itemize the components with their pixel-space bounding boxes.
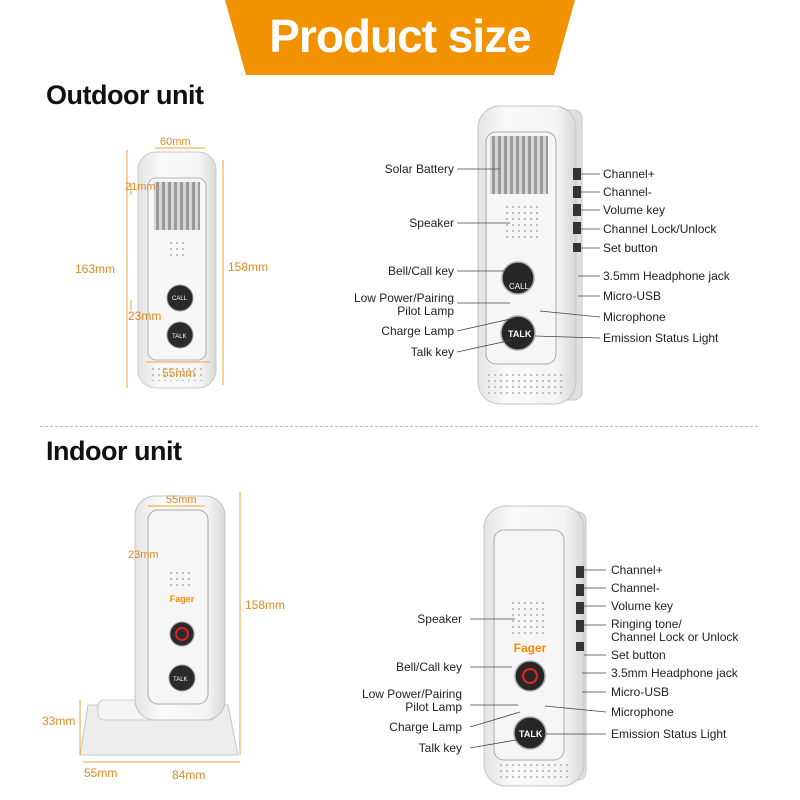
- indoor-dim-base-width: 84mm: [172, 768, 206, 782]
- indoor-label-volume-key: Volume key: [611, 599, 674, 613]
- outdoor-label-channel-plus: Channel+: [603, 167, 655, 181]
- outdoor-device-large: [456, 105, 601, 405]
- indoor-label-set-button: Set button: [611, 648, 666, 662]
- product-size-banner: Product size: [225, 0, 575, 75]
- outdoor-large-talk-text: TALK: [508, 329, 532, 339]
- indoor-device-small: Fager: [79, 492, 241, 763]
- outdoor-dim-grille-offset: 21mm: [125, 181, 156, 193]
- outdoor-label-speaker: Speaker: [409, 216, 454, 230]
- indoor-dim-height: 158mm: [245, 598, 286, 612]
- outdoor-dim-height-outer: 163mm: [75, 262, 116, 276]
- indoor-label-channel-minus: Channel-: [611, 581, 660, 595]
- svg-text:Fager: Fager: [514, 641, 547, 655]
- indoor-label-pilot-lamp: Pilot Lamp: [405, 700, 462, 714]
- section-divider: [40, 426, 758, 427]
- indoor-label-micro-usb: Micro-USB: [611, 685, 670, 699]
- indoor-label-channel-lock-unlock: Channel Lock or Unlock: [611, 630, 739, 644]
- indoor-label-microphone: Microphone: [611, 705, 674, 719]
- outdoor-dim-height-inner: 158mm: [228, 260, 269, 274]
- indoor-dim-button-offset: 23mm: [128, 549, 159, 561]
- outdoor-dim-width-top: 60mm: [160, 136, 191, 148]
- indoor-small-talk-text: TALK: [173, 677, 188, 683]
- outdoor-label-bell-call-key: Bell/Call key: [387, 264, 454, 278]
- indoor-device-large: Fager: [469, 505, 607, 787]
- outdoor-large-call-text: CALL: [509, 282, 530, 291]
- indoor-label-channel-plus: Channel+: [611, 563, 663, 577]
- outdoor-dim-width-bottom: 55mm: [162, 366, 196, 380]
- outdoor-label-headphone-jack: 3.5mm Headphone jack: [603, 269, 730, 283]
- outdoor-label-set-button: Set button: [603, 241, 658, 255]
- outdoor-label-volume-key: Volume key: [603, 203, 666, 217]
- indoor-label-talk-key: Talk key: [418, 741, 462, 755]
- indoor-dim-base-depth: 55mm: [84, 766, 118, 780]
- outdoor-label-talk-key: Talk key: [410, 345, 454, 359]
- outdoor-label-channel-lock: Channel Lock/Unlock: [603, 222, 717, 236]
- outdoor-small-call-text: CALL: [172, 296, 188, 302]
- indoor-dim-base-height: 33mm: [42, 714, 76, 728]
- indoor-large-talk-text: TALK: [519, 729, 543, 739]
- indoor-dim-width-top: 55mm: [166, 494, 197, 506]
- outdoor-small-talk-text: TALK: [172, 334, 187, 340]
- svg-text:Fager: Fager: [170, 594, 195, 604]
- outdoor-label-low-power-pairing: Low Power/Pairing: [353, 291, 454, 305]
- indoor-label-low-power-pairing: Low Power/Pairing: [361, 687, 462, 701]
- outdoor-label-emission-status-light: Emission Status Light: [603, 331, 719, 345]
- indoor-label-speaker: Speaker: [417, 612, 462, 626]
- outdoor-label-solar-battery: Solar Battery: [384, 162, 454, 176]
- outdoor-label-micro-usb: Micro-USB: [603, 289, 662, 303]
- outdoor-unit-title: Outdoor unit: [46, 80, 204, 110]
- indoor-label-headphone-jack: 3.5mm Headphone jack: [611, 666, 738, 680]
- indoor-unit-title: Indoor unit: [46, 436, 182, 466]
- indoor-label-charge-lamp: Charge Lamp: [389, 720, 462, 734]
- indoor-label-bell-call-key: Bell/Call key: [395, 660, 462, 674]
- outdoor-label-microphone: Microphone: [603, 310, 666, 324]
- outdoor-dim-button-offset: 23mm: [128, 309, 162, 323]
- outdoor-label-channel-minus: Channel-: [603, 185, 652, 199]
- indoor-label-ringing-tone: Ringing tone/: [611, 617, 682, 631]
- outdoor-label-charge-lamp: Charge Lamp: [381, 324, 454, 338]
- outdoor-label-pilot-lamp: Pilot Lamp: [397, 304, 454, 318]
- indoor-label-emission-status-light: Emission Status Light: [611, 727, 727, 741]
